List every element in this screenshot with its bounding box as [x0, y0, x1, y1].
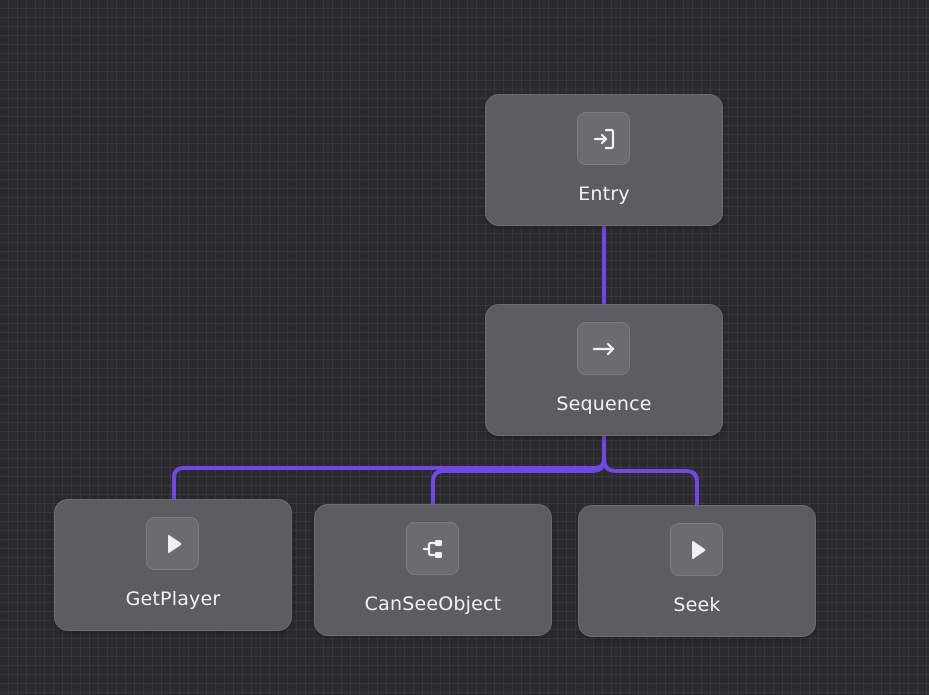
entry-icon [577, 112, 630, 165]
node-label: Sequence [556, 393, 652, 415]
node-seek[interactable]: Seek [578, 505, 816, 637]
sequence-arrow-icon [577, 322, 630, 375]
node-label: Seek [673, 594, 721, 616]
node-sequence[interactable]: Sequence [485, 304, 723, 436]
node-getplayer[interactable]: GetPlayer [54, 499, 292, 631]
node-label: CanSeeObject [364, 593, 502, 615]
play-icon [670, 523, 723, 576]
edge-sequence-canseeobject [431, 457, 606, 507]
node-label: GetPlayer [125, 588, 221, 610]
edge-sequence-seek [602, 457, 699, 508]
play-icon [146, 517, 199, 570]
node-label: Entry [578, 183, 630, 205]
condition-icon [406, 522, 459, 575]
edge-sequence-getplayer [172, 435, 606, 502]
node-entry[interactable]: Entry [485, 94, 723, 226]
node-canseeobject[interactable]: CanSeeObject [314, 504, 552, 636]
